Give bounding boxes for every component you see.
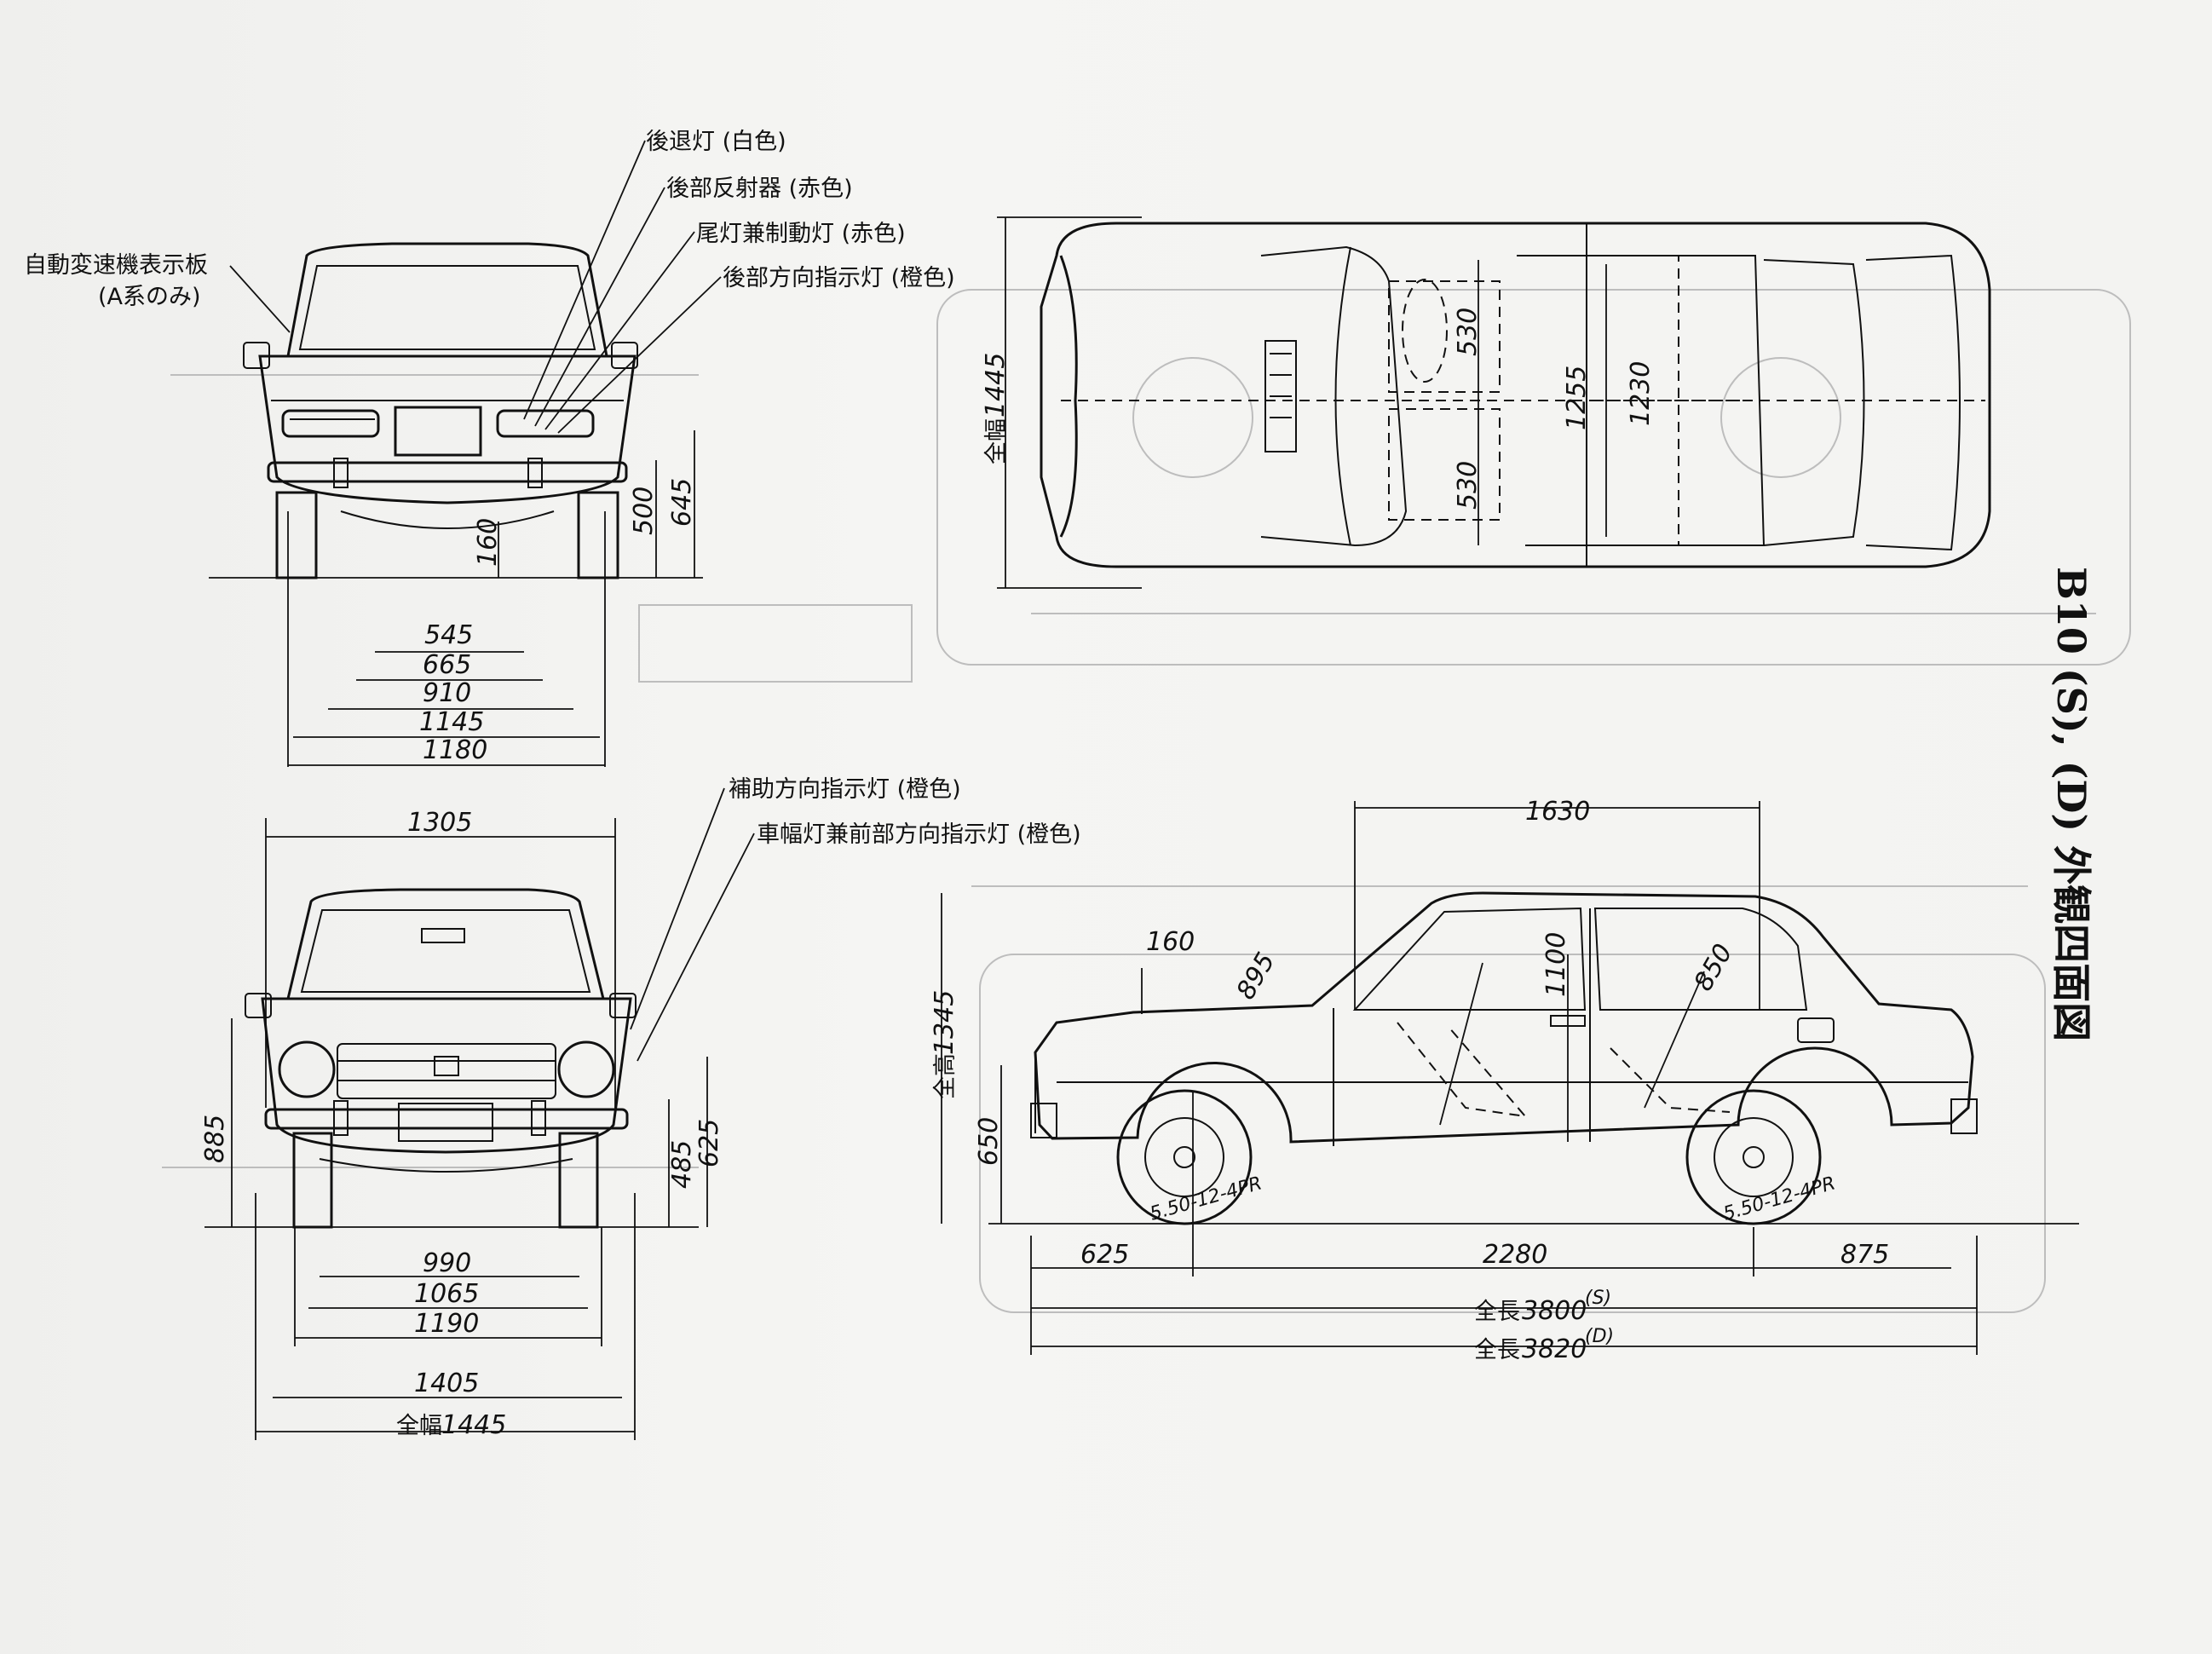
dim-side-wheelbase: 2280 [1483, 1240, 1547, 1270]
callout-reverse-lamp: 後退灯 (白色) [646, 129, 786, 155]
callout-rear-reflector: 後部反射器 (赤色) [666, 176, 853, 202]
sheet-title: B10 (S), (D) 外観四面図 [2048, 567, 2094, 1041]
dim-side-length-s-label: 全長 [1474, 1299, 1520, 1325]
callout-at-indicator-note: (A系のみ) [98, 284, 201, 310]
dim-rear-1180: 1180 [423, 735, 487, 765]
dim-side-height-label: 全高 [932, 1053, 959, 1099]
callout-clearance-front-turn: 車幅灯兼前部方向指示灯 (橙色) [757, 821, 1081, 848]
dim-side-length-s-suffix: (S) [1585, 1288, 1611, 1309]
dim-top-tread-1255: 1255 [1562, 366, 1592, 430]
dim-front-990: 990 [423, 1248, 471, 1278]
dim-rear-645: 645 [667, 478, 697, 527]
dim-top-tread-1230: 1230 [1626, 361, 1656, 426]
dim-side-height-value: 1345 [930, 990, 959, 1055]
side-view [941, 801, 2079, 1355]
dim-front-485: 485 [667, 1140, 697, 1189]
dim-side-length-d: 3820 [1522, 1334, 1587, 1364]
callout-at-indicator: 自動変速機表示板 [24, 252, 208, 279]
dim-rear-545: 545 [424, 620, 473, 650]
callout-rear-turn-signal: 後部方向指示灯 (橙色) [723, 265, 955, 291]
dim-front-width-label: 全幅 [396, 1413, 442, 1439]
dim-top-seat-front-b: 530 [1453, 461, 1483, 510]
dim-side-length-d-label: 全長 [1474, 1337, 1520, 1363]
dim-rear-500: 500 [629, 487, 659, 535]
dim-top-seat-front-a: 530 [1453, 308, 1483, 356]
dim-side-length-s: 3800 [1522, 1296, 1587, 1326]
dim-side-650: 650 [974, 1117, 1004, 1166]
dim-front-1190: 1190 [414, 1309, 479, 1339]
callout-tail-stop-lamp: 尾灯兼制動灯 (赤色) [696, 221, 906, 247]
tire-size-front: 5.50-12-4PR [1148, 1173, 1264, 1225]
rear-view [209, 140, 722, 767]
dim-rear-910: 910 [423, 678, 471, 708]
dim-front-1065: 1065 [414, 1279, 479, 1309]
dim-side-850: 850 [1689, 939, 1739, 996]
dim-front-625: 625 [694, 1119, 724, 1167]
dim-front-885: 885 [200, 1115, 230, 1163]
top-view [997, 216, 1991, 589]
dim-front-width-value: 1445 [441, 1410, 506, 1440]
dim-side-overhang-rear: 875 [1840, 1240, 1889, 1270]
dim-side-1630: 1630 [1525, 797, 1590, 827]
dim-side-1100: 1100 [1541, 932, 1571, 997]
dim-rear-1145: 1145 [419, 707, 484, 737]
dim-front-1405: 1405 [414, 1369, 479, 1398]
dim-rear-160: 160 [473, 518, 503, 567]
dim-rear-665: 665 [423, 650, 471, 680]
callout-side-turn-signal: 補助方向指示灯 (橙色) [729, 776, 961, 803]
bleed-through-ghost [162, 289, 2131, 1313]
dim-side-overhang-front: 625 [1080, 1240, 1129, 1270]
dim-side-length-d-suffix: (D) [1585, 1326, 1614, 1347]
dim-front-1305: 1305 [407, 808, 472, 838]
dim-side-895: 895 [1231, 948, 1282, 1005]
dim-side-160: 160 [1146, 927, 1195, 957]
dim-top-width-label: 全幅 [983, 418, 1010, 464]
dim-top-width-value: 1445 [981, 353, 1011, 418]
front-view [204, 787, 755, 1440]
